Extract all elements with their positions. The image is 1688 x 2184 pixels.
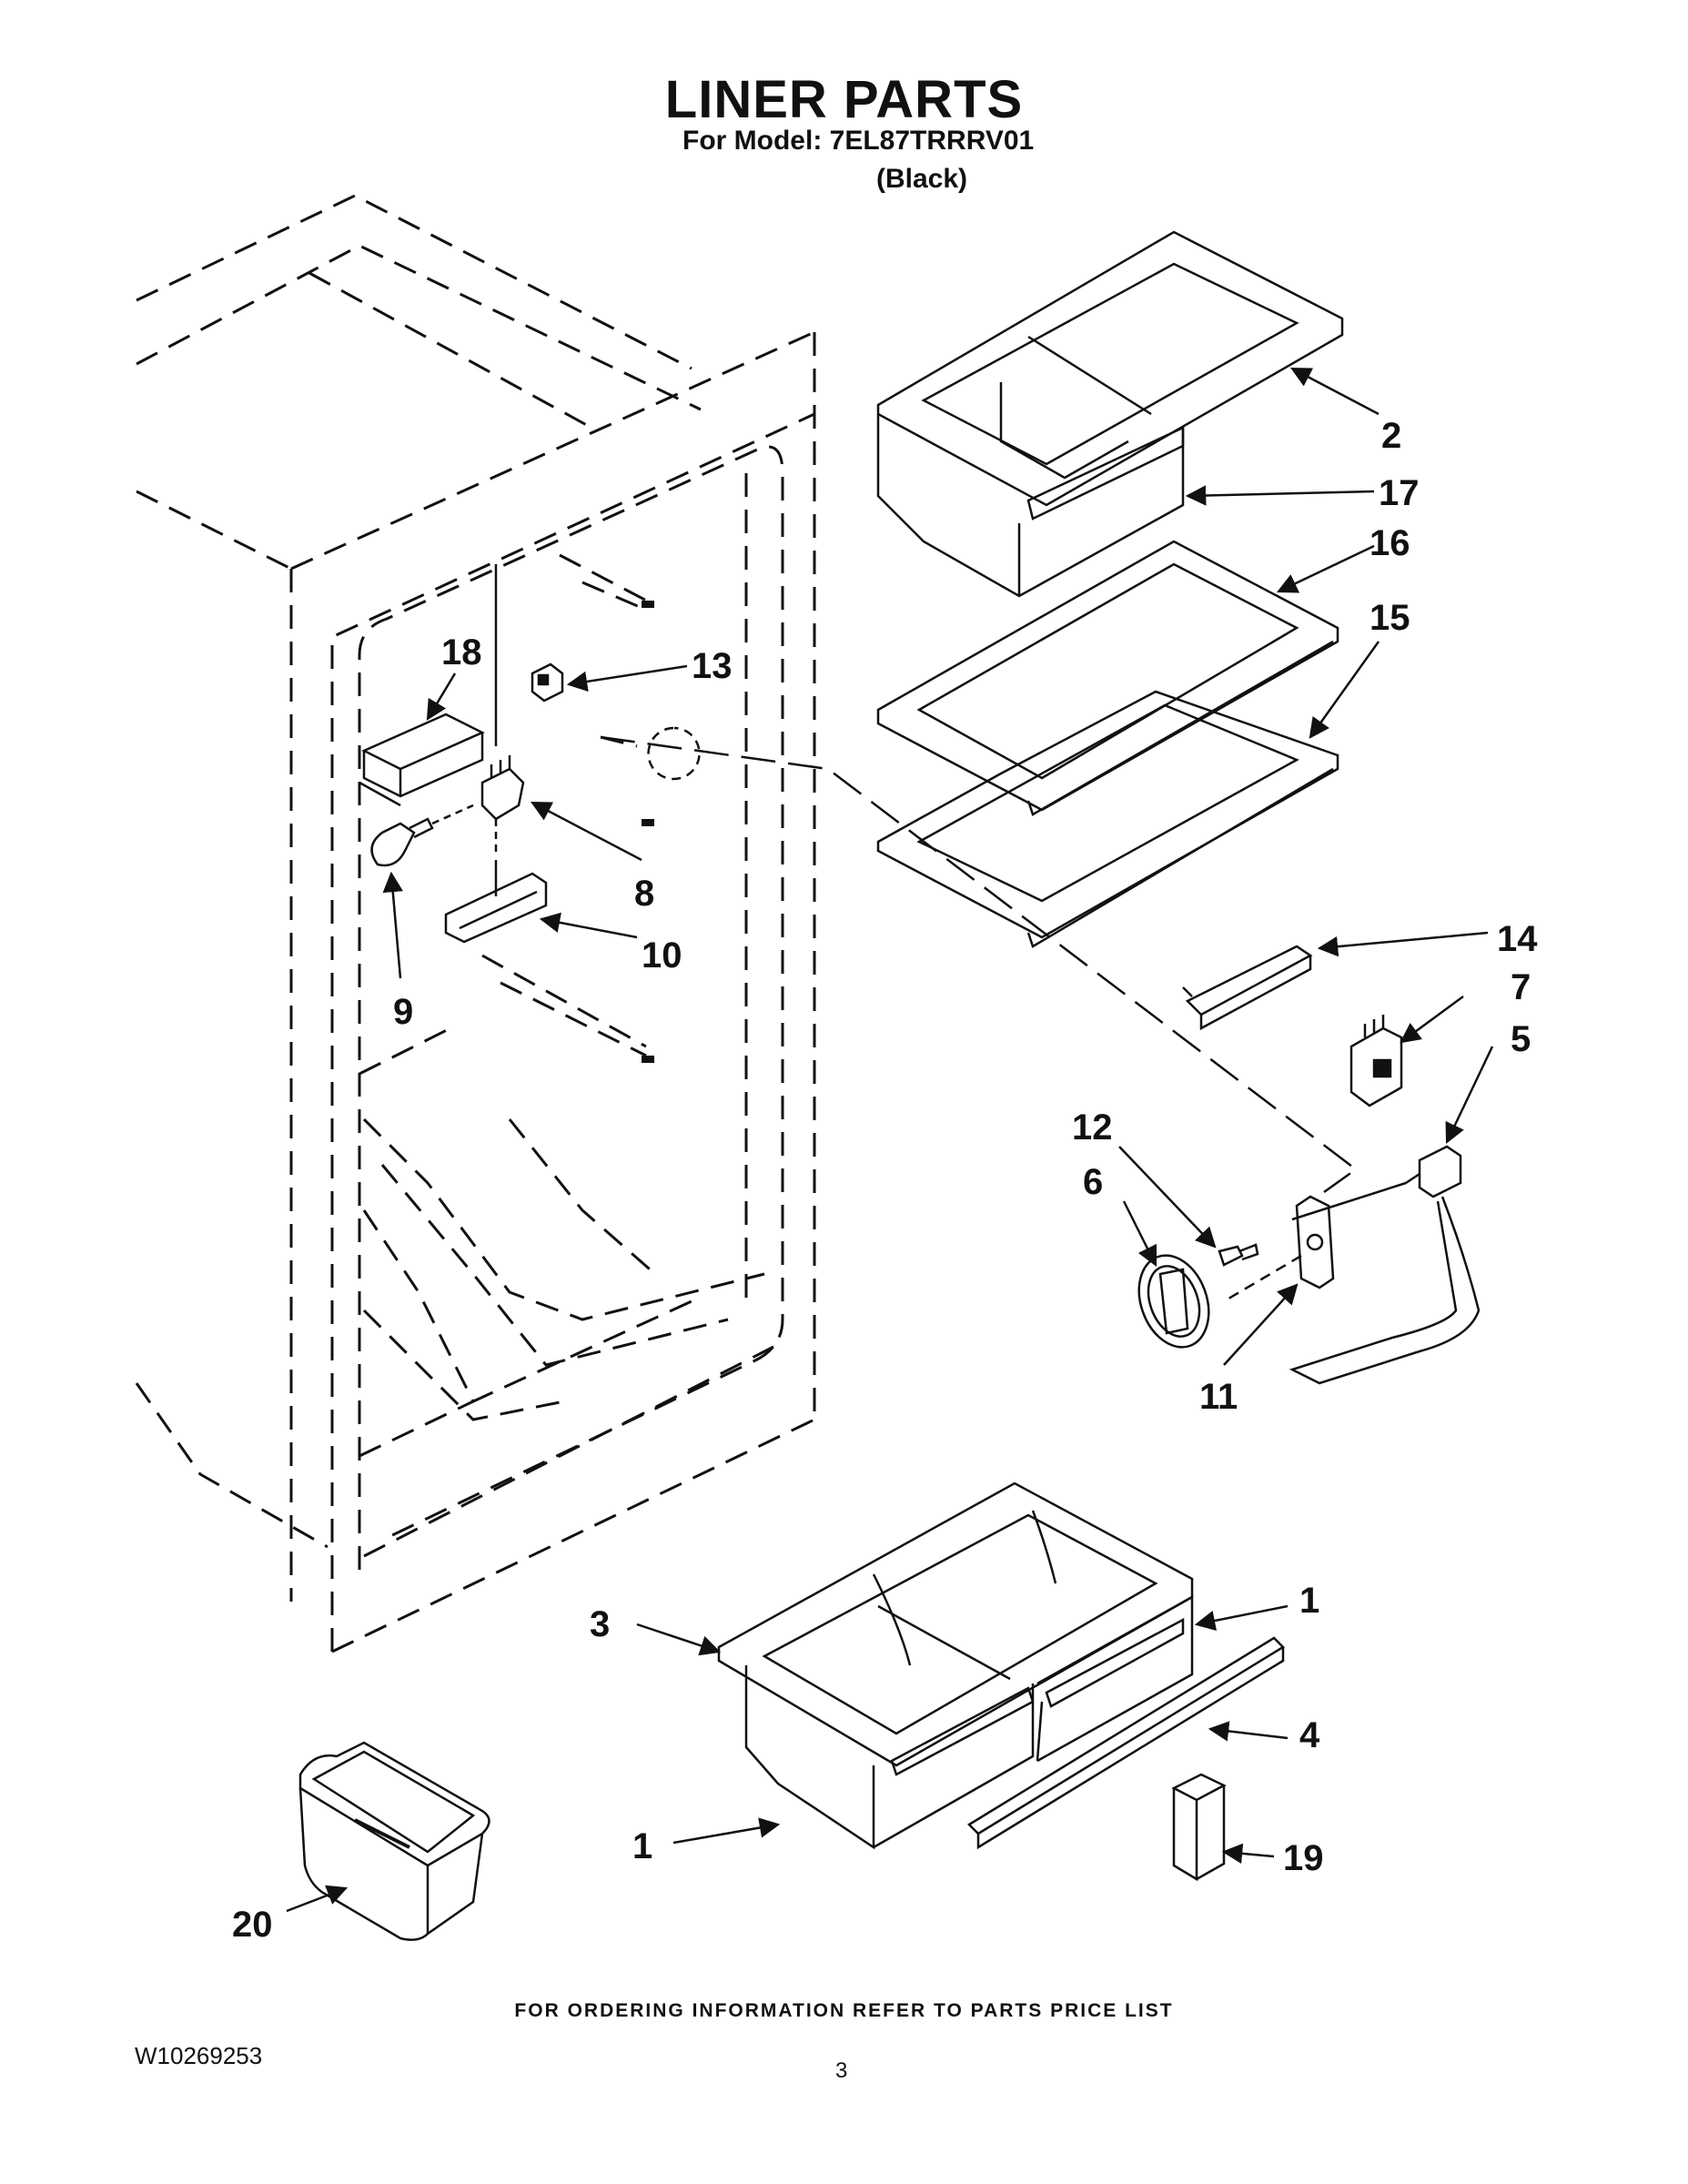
callout-1-upper: 1 [1299, 1581, 1319, 1621]
callout-12: 12 [1072, 1107, 1113, 1148]
callout-14: 14 [1497, 919, 1538, 959]
screw-12 [1218, 1243, 1259, 1267]
door-bin-20 [298, 1741, 490, 1941]
callout-2: 2 [1381, 416, 1401, 456]
callout-15: 15 [1370, 598, 1410, 638]
control-knob-6 [1137, 1254, 1210, 1349]
callout-16: 16 [1370, 523, 1410, 563]
block-19 [1171, 1773, 1227, 1882]
clip-13 [531, 662, 564, 703]
light-bracket-10 [444, 860, 548, 944]
callout-11: 11 [1199, 1377, 1238, 1417]
lower-crisper-bins [717, 1481, 1194, 1850]
callout-13: 13 [692, 646, 733, 686]
callout-5: 5 [1511, 1019, 1531, 1059]
rail-4 [966, 1636, 1286, 1850]
upper-crisper-bin [876, 230, 1344, 598]
callout-labels: 2 17 16 15 13 18 8 10 9 14 7 5 12 6 11 1… [232, 416, 1538, 1945]
callout-20: 20 [232, 1905, 273, 1945]
glass-shelf-16 [876, 540, 1339, 816]
shelf-support-14 [1182, 945, 1313, 1031]
fan-circle [647, 726, 701, 781]
liner-outline [135, 194, 816, 1653]
guide-line [600, 735, 1359, 1194]
callout-18: 18 [441, 632, 482, 672]
callout-6: 6 [1083, 1162, 1103, 1202]
callout-8: 8 [634, 874, 654, 914]
switch-7 [1349, 1015, 1403, 1107]
ordering-note: FOR ORDERING INFORMATION REFER TO PARTS … [514, 2000, 1174, 2021]
callout-7: 7 [1511, 967, 1531, 1007]
page-title: LINER PARTS [664, 70, 1024, 129]
glass-shelf-15 [876, 690, 1339, 948]
model-line: For Model: 7EL87TRRRV01 [682, 126, 1035, 156]
callout-3: 3 [590, 1604, 610, 1644]
document-id: W10269253 [135, 2042, 263, 2069]
light-cover-18 [359, 713, 485, 807]
callout-17: 17 [1379, 473, 1420, 513]
callout-10: 10 [642, 935, 682, 976]
callout-9: 9 [393, 992, 413, 1032]
callout-1-lower: 1 [632, 1826, 652, 1866]
leader-arrows [286, 367, 1494, 1913]
light-bulb-9 [370, 804, 474, 867]
callout-4: 4 [1299, 1715, 1320, 1755]
thermostat-5 [1289, 1145, 1481, 1385]
screw-marks [642, 601, 654, 1063]
model-variant: (Black) [876, 164, 968, 194]
control-bracket-11 [1223, 1195, 1335, 1303]
page-number: 3 [835, 2058, 848, 2083]
callout-19: 19 [1283, 1838, 1324, 1878]
light-socket-8 [480, 564, 525, 855]
